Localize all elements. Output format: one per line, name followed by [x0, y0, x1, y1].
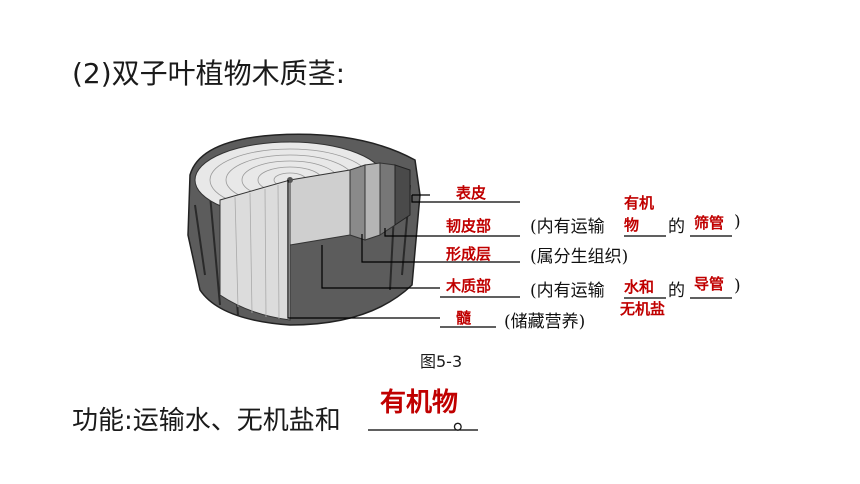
note-phloem-suffix: ): [734, 212, 741, 232]
note-pith: (储藏营养): [504, 312, 586, 332]
label-phloem: 韧皮部: [446, 217, 492, 235]
note-xylem-suffix: ): [734, 276, 741, 296]
label-cambium: 形成层: [446, 245, 492, 263]
note-xylem-prefix: (内有运输: [530, 281, 605, 301]
section-heading: (2)双子叶植物木质茎:: [72, 57, 346, 90]
answer-phloem-vessel: 筛管: [694, 214, 725, 232]
function-answer: 有机物: [380, 388, 459, 418]
label-xylem: 木质部: [446, 277, 492, 295]
function-text: 功能:运输水、无机盐和 。: [72, 400, 479, 437]
note-xylem-mid: 的: [668, 281, 685, 301]
answer-phloem-substance-1: 有机: [624, 194, 655, 212]
function-end: 。: [452, 406, 479, 436]
function-statement: 功能:运输水、无机盐和: [72, 406, 341, 436]
label-pith: 髓: [456, 309, 472, 327]
answer-xylem-substance-1: 水和: [624, 278, 655, 296]
figure-caption: 图5-3: [420, 352, 463, 371]
answer-xylem-substance-2: 无机盐: [620, 300, 666, 318]
note-phloem-prefix: (内有运输: [530, 217, 605, 237]
answer-xylem-vessel: 导管: [694, 275, 725, 293]
woody-stem-illustration: [187, 133, 430, 326]
answer-phloem-substance-2: 物: [624, 216, 640, 234]
note-cambium: (属分生组织): [530, 247, 629, 267]
label-bark: 表皮: [456, 184, 487, 202]
note-phloem-mid: 的: [668, 217, 685, 237]
